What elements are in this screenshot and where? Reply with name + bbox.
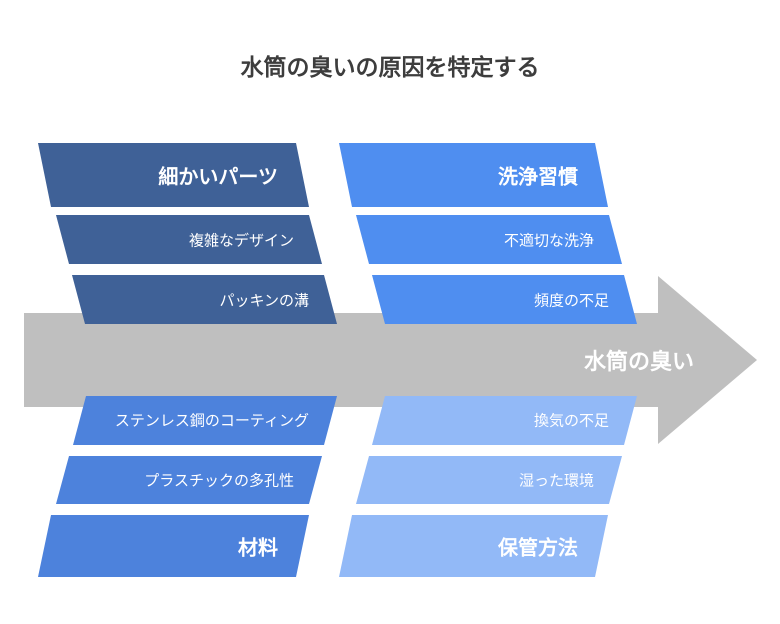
cause-box-storage-2 bbox=[356, 456, 622, 504]
cause-box-material-2 bbox=[56, 456, 322, 504]
cause-box-parts-1 bbox=[56, 215, 322, 264]
category-label-storage: 保管方法 bbox=[498, 535, 578, 560]
cause-label-material-2: プラスチックの多孔性 bbox=[144, 471, 294, 490]
cause-box-habits-2 bbox=[372, 275, 637, 324]
category-label-material: 材料 bbox=[238, 535, 278, 560]
category-label-habits: 洗浄習慣 bbox=[498, 164, 578, 189]
cause-label-storage-1: 換気の不足 bbox=[533, 411, 609, 430]
cause-label-storage-2: 湿った環境 bbox=[518, 471, 594, 490]
cause-box-storage-1 bbox=[372, 396, 637, 445]
category-label-parts: 細かいパーツ bbox=[158, 164, 278, 189]
category-header-habits bbox=[339, 143, 608, 207]
cause-box-parts-2 bbox=[72, 275, 337, 324]
category-header-storage bbox=[339, 515, 608, 577]
cause-label-parts-1: 複雑なデザイン bbox=[188, 231, 294, 250]
cause-label-habits-2: 頻度の不足 bbox=[533, 291, 609, 310]
category-header-parts bbox=[38, 143, 309, 207]
diagram-title: 水筒の臭いの原因を特定する bbox=[240, 55, 540, 81]
cause-label-habits-1: 不適切な洗浄 bbox=[503, 231, 594, 250]
cause-box-material-1 bbox=[73, 396, 337, 445]
cause-label-material-1: ステンレス鋼のコーティング bbox=[114, 411, 309, 430]
cause-label-parts-2: パッキンの溝 bbox=[219, 291, 309, 310]
effect-label: 水筒の臭い bbox=[583, 350, 694, 375]
category-header-material bbox=[38, 515, 309, 577]
cause-box-habits-1 bbox=[356, 215, 622, 264]
